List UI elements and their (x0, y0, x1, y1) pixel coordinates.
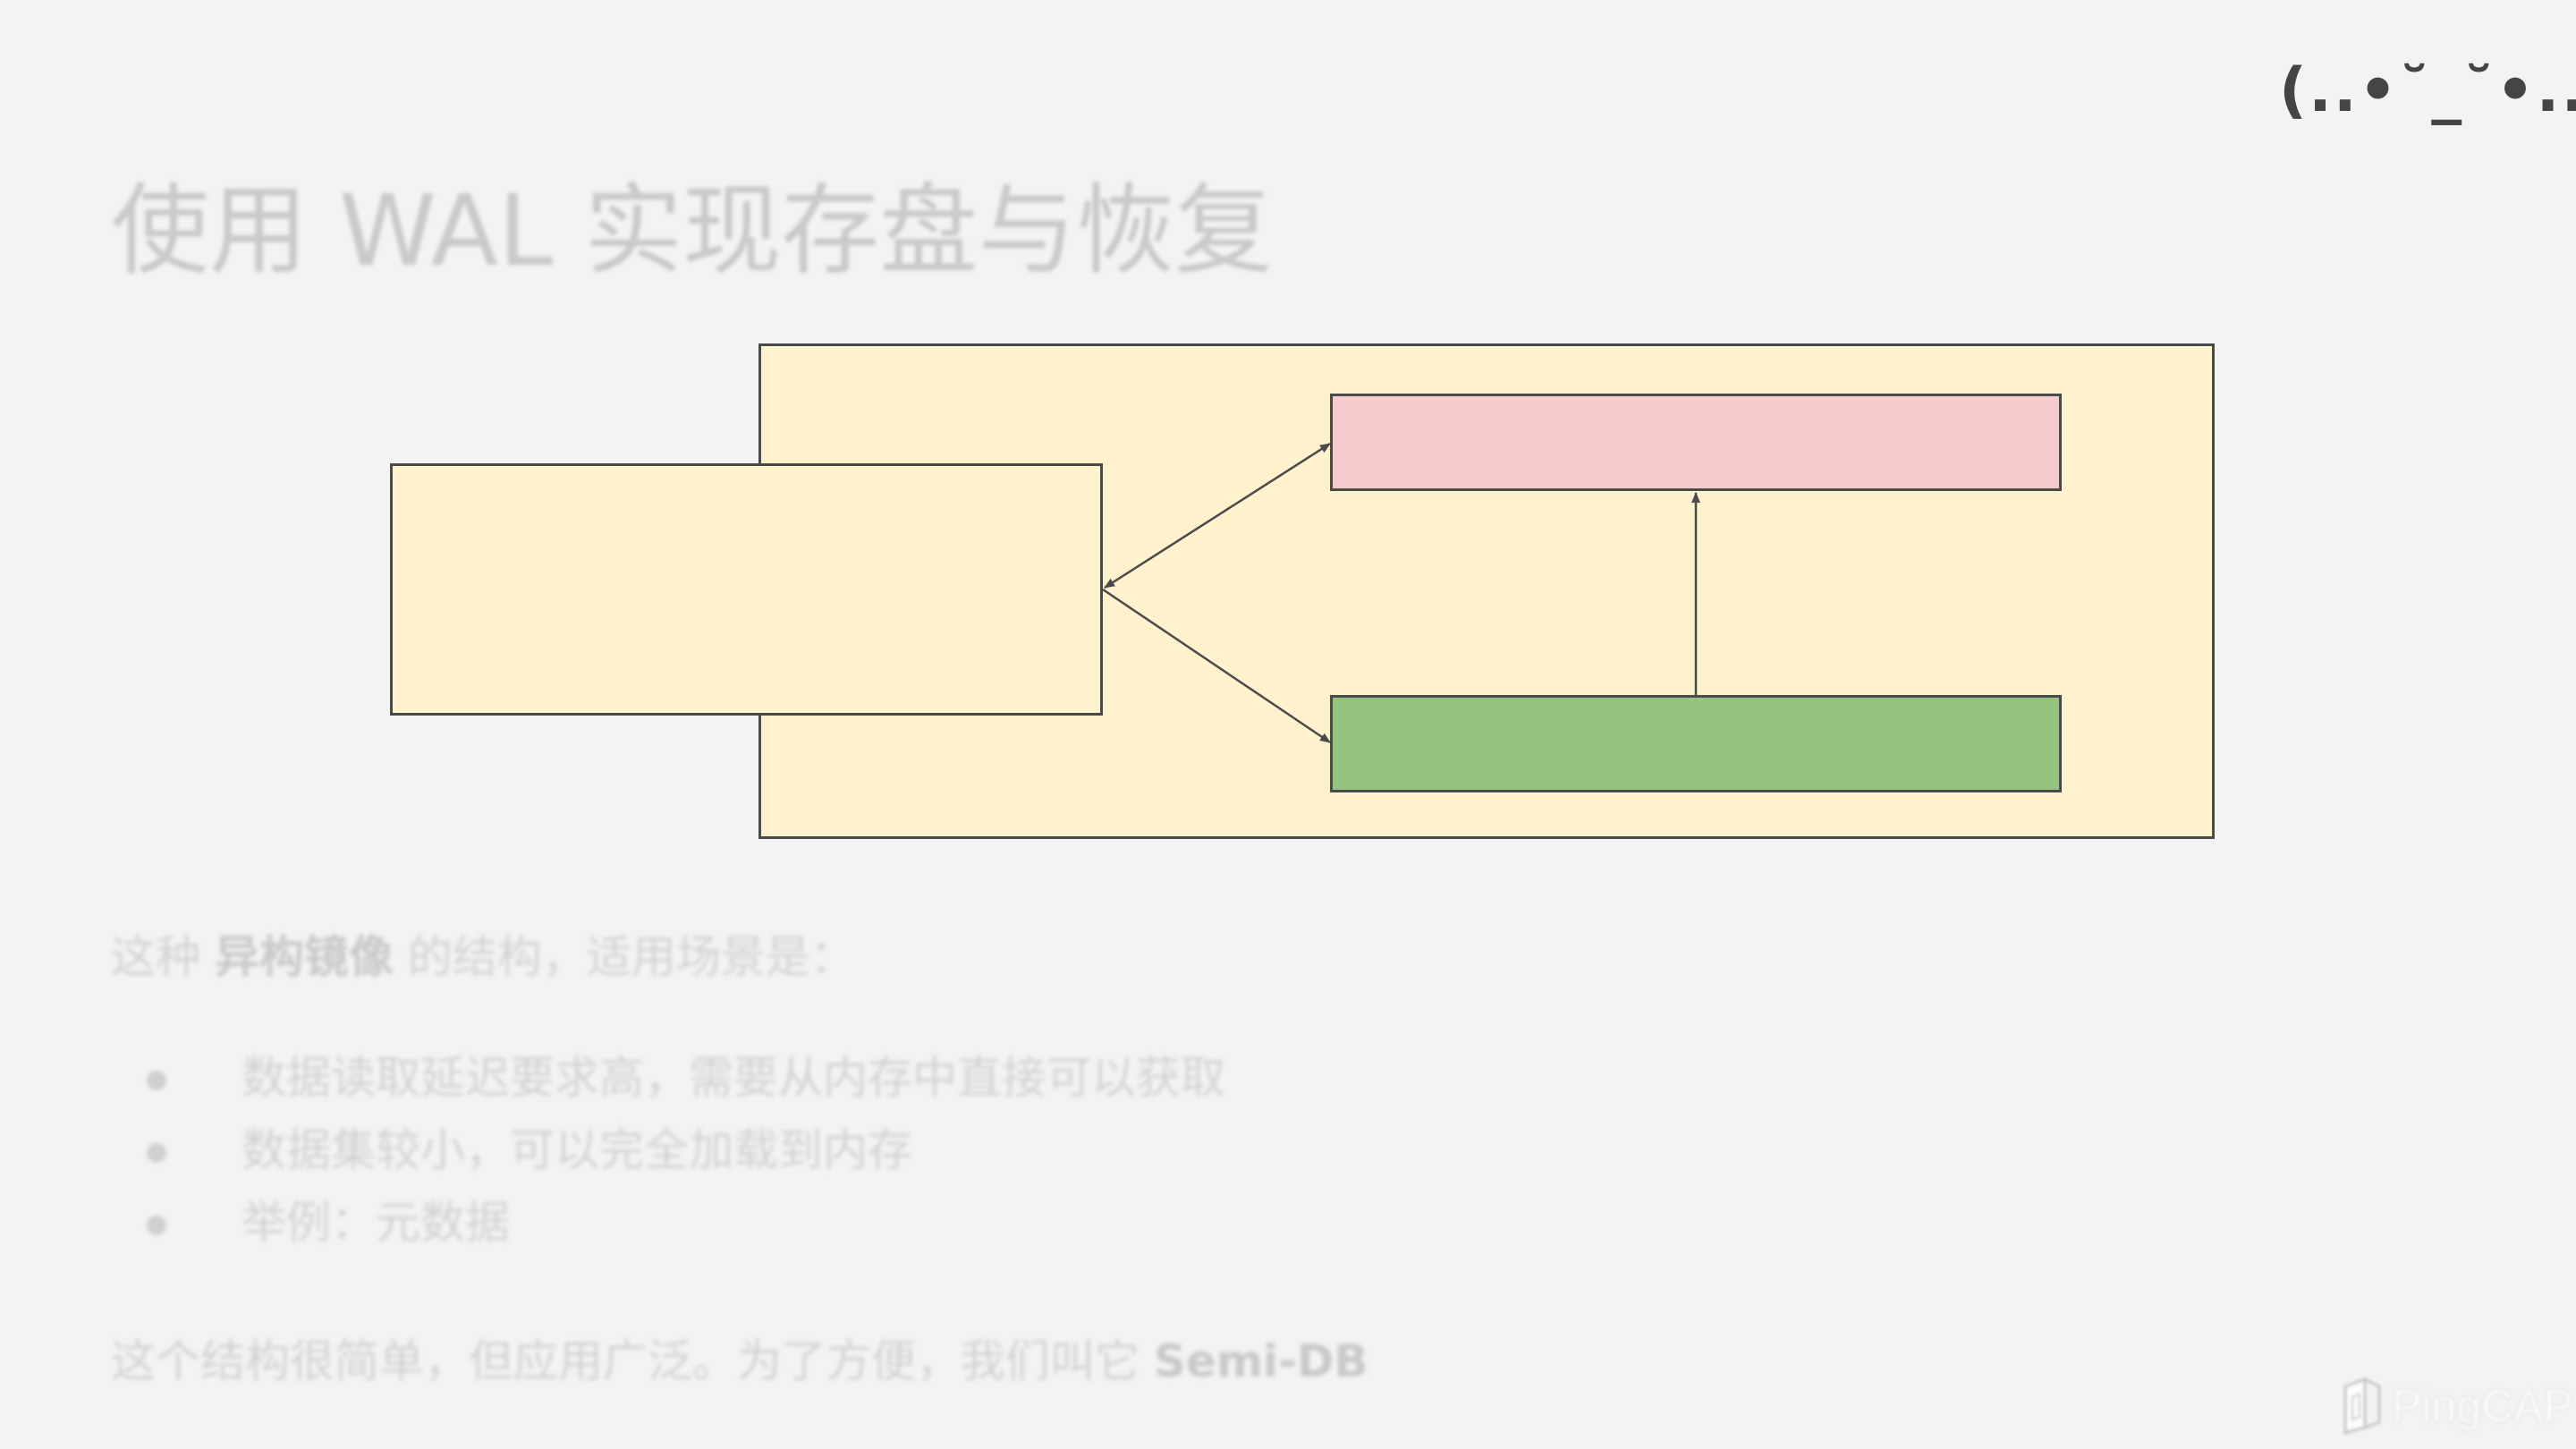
bullet-list: 数据读取延迟要求高，需要从内存中直接可以获取 数据集较小，可以完全加载到内存 举… (143, 1046, 1225, 1264)
page-title: 使用 WAL 实现存盘与恢复 (111, 174, 1274, 288)
intro-text: 这种 异构镜像 的结构，适用场景是： (111, 921, 855, 986)
list-item: 数据集较小，可以完全加载到内存 (143, 1119, 1225, 1191)
pink-box (1330, 394, 2062, 491)
intro-suffix: 的结构，适用场景是： (393, 931, 855, 983)
outro-text: 这个结构很简单，但应用广泛。为了方便，我们叫它 Semi-DB (111, 1326, 1368, 1390)
bullet-text: 举例：元数据 (242, 1197, 510, 1249)
bullet-dot-icon (147, 1216, 166, 1235)
bullet-text: 数据读取延迟要求高，需要从内存中直接可以获取 (242, 1052, 1225, 1104)
green-box (1330, 695, 2062, 792)
arrow-left-to-pink (1104, 442, 1331, 589)
intro-bold: 异构镜像 (214, 931, 394, 983)
logo-text: PingCAP (2392, 1381, 2573, 1431)
list-item: 举例：元数据 (143, 1191, 1225, 1264)
bullet-dot-icon (147, 1143, 166, 1163)
pingcap-logo: PingCAP (2338, 1377, 2573, 1435)
emoticon-text: (..•˘_˘•..) (2279, 55, 2576, 126)
outro-bold: Semi-DB (1153, 1335, 1368, 1387)
outro-prefix: 这个结构很简单，但应用广泛。为了方便，我们叫它 (111, 1335, 1154, 1387)
bullet-dot-icon (147, 1071, 166, 1090)
arrow-left-to-green (1102, 588, 1331, 744)
bullet-text: 数据集较小，可以完全加载到内存 (242, 1124, 912, 1176)
pingcap-logo-icon (2343, 1377, 2381, 1435)
left-box (390, 463, 1103, 716)
intro-prefix: 这种 (111, 931, 215, 983)
list-item: 数据读取延迟要求高，需要从内存中直接可以获取 (143, 1046, 1225, 1119)
